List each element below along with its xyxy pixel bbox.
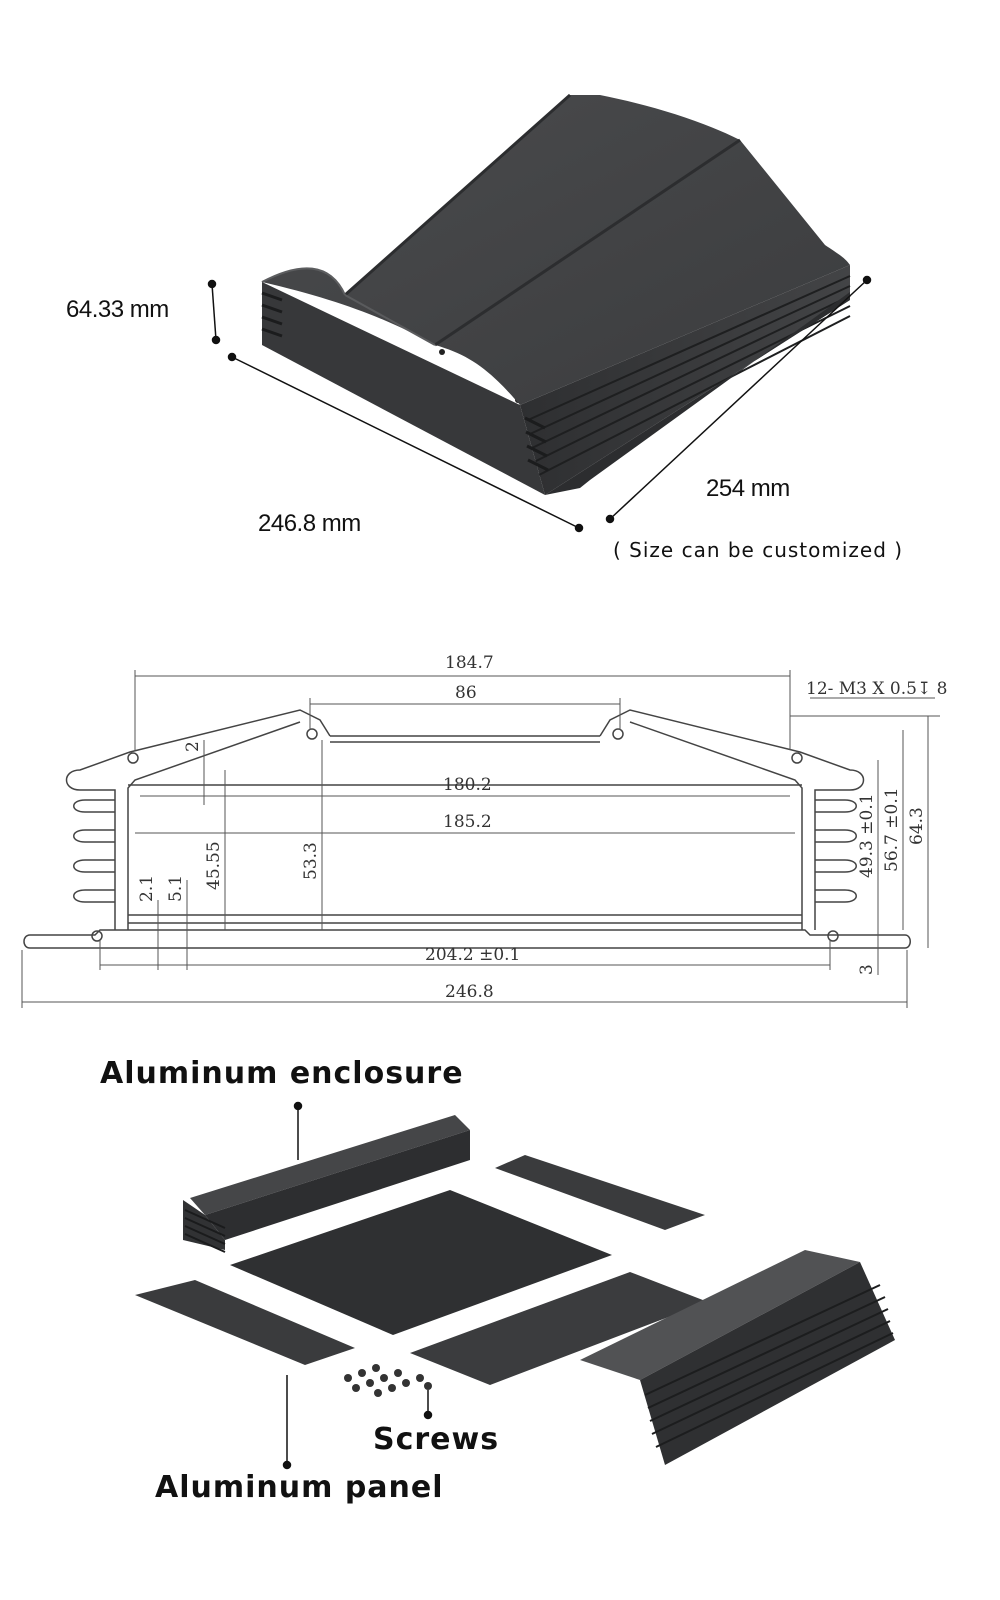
dim-right-h1: 49.3 ±0.1: [857, 793, 877, 878]
dim-slot-a: 2.1: [137, 875, 157, 902]
depth-dimension-label: 254 mm: [706, 475, 790, 502]
height-dimension-label: 64.33 mm: [66, 296, 169, 323]
dimension-lines-3d: [207, 275, 872, 533]
enclosure-front-face: [261, 282, 549, 495]
dim-base-width: 204.2 ±0.1: [425, 945, 520, 965]
screws-label: Screws: [373, 1422, 500, 1457]
exploded-view: [135, 1101, 895, 1470]
cross-section-drawing: 184.7 86 12- M3 X 0.5↧ 8 2 180.2 185.2 4…: [21, 653, 947, 1008]
dim-right-h2: 56.7 ±0.1: [882, 787, 902, 872]
profile-outline: [23, 709, 911, 949]
leader-lines: [282, 1101, 433, 1470]
aluminum-panel-right: [495, 1155, 705, 1230]
dim-right-h3: 64.3: [907, 807, 927, 845]
dim-top-slot: 86: [455, 683, 477, 703]
width-dimension-label: 246.8 mm: [258, 510, 361, 537]
panel-label: Aluminum panel: [155, 1470, 444, 1505]
enclosure-side-fins: [520, 265, 851, 495]
dim-inner-width-upper: 180.2: [443, 775, 492, 795]
aluminum-plate-large: [230, 1190, 612, 1335]
enclosure-label: Aluminum enclosure: [100, 1056, 464, 1091]
dim-overall-width: 246.8: [445, 982, 494, 1002]
dim-left-height: 45.55: [204, 841, 224, 890]
dim-inner-top-gap: 2: [183, 741, 203, 752]
dim-inner-width-lower: 185.2: [443, 812, 492, 832]
enclosure-bottom-half: [580, 1250, 895, 1465]
customization-note: ( Size can be customized ): [613, 538, 904, 562]
dim-base-thickness: 3: [857, 964, 877, 975]
enclosure-top-face: [261, 93, 850, 405]
aluminum-plate-small: [410, 1272, 708, 1385]
dim-overall-top: 184.7: [445, 653, 494, 673]
dim-thread-note: 12- M3 X 0.5↧ 8: [806, 679, 947, 699]
dim-slot-b: 5.1: [166, 875, 186, 902]
screws-group: [344, 1364, 432, 1397]
aluminum-panel-left: [135, 1280, 355, 1365]
enclosure-3d-view: [207, 93, 872, 533]
dim-center-height: 53.3: [301, 842, 321, 880]
enclosure-top-half: [183, 1115, 470, 1253]
dimension-guides: [21, 670, 940, 1008]
